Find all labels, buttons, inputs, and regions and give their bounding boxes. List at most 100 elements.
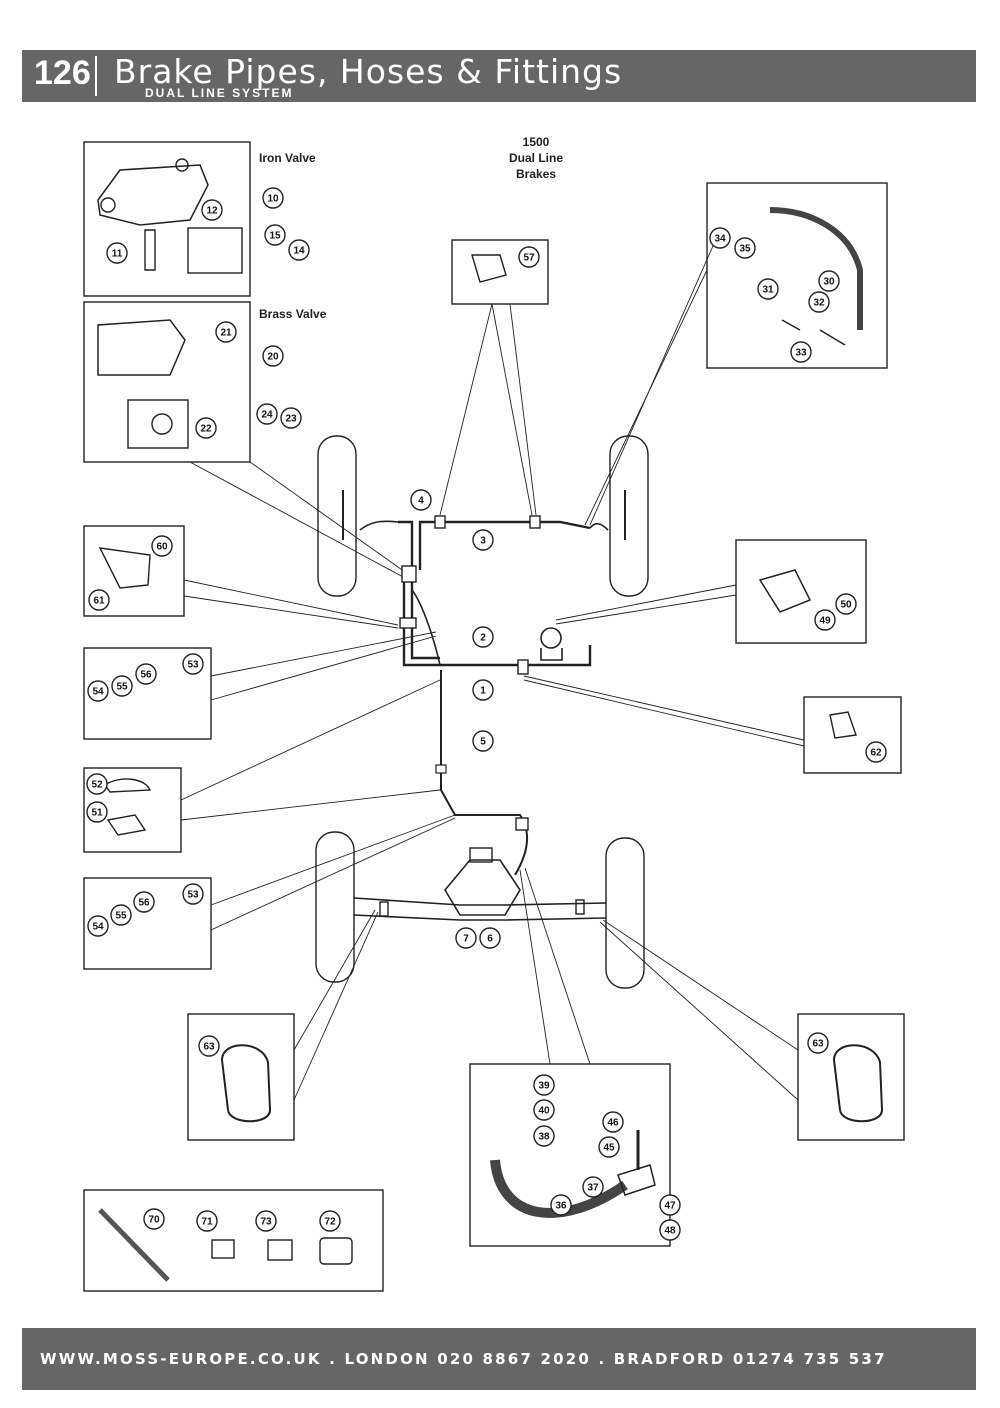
callout-circle [151, 535, 173, 557]
callout-number: 70 [148, 1215, 160, 1226]
hose-clamp-right [832, 1044, 884, 1123]
callout-circle [479, 927, 501, 949]
callout-number: 30 [823, 277, 835, 288]
callout-circle [757, 278, 779, 300]
system-line3: Brakes [516, 167, 556, 181]
callout-circle [88, 589, 110, 611]
callout-40: 40 [533, 1099, 555, 1121]
callout-circle [807, 1032, 829, 1054]
callout-number: 56 [140, 670, 152, 681]
callout-circle [87, 915, 109, 937]
callout-number: 12 [206, 206, 218, 217]
callout-number: 20 [267, 352, 279, 363]
callout-34: 34 [709, 227, 731, 249]
callout-circle [264, 224, 286, 246]
callout-circle [598, 1136, 620, 1158]
callout-number: 56 [138, 898, 150, 909]
hose-clamp-box-right [797, 1013, 905, 1141]
callout-circle [256, 403, 278, 425]
callout-number: 22 [200, 424, 212, 435]
callout-39: 39 [533, 1074, 555, 1096]
callout-circle [215, 321, 237, 343]
callout-number: 36 [555, 1201, 567, 1212]
callout-number: 24 [261, 410, 273, 421]
rear-tee-box [469, 1063, 671, 1247]
page-title: Brake Pipes, Hoses & Fittings [114, 52, 623, 91]
rear-pipe-run [440, 670, 528, 876]
clip-60-shape [98, 547, 151, 589]
callout-circle [86, 801, 108, 823]
callout-24: 24 [256, 403, 278, 425]
system-line2: Dual Line [509, 151, 563, 165]
callout-circle [143, 1208, 165, 1230]
callout-54b: 54 [87, 915, 109, 937]
callout-47: 47 [659, 1194, 681, 1216]
page-header: 126 Brake Pipes, Hoses & Fittings DUAL L… [22, 50, 976, 102]
front-cross-pipe [398, 520, 591, 570]
rear-left-tyre [315, 831, 355, 983]
callout-number: 10 [267, 194, 279, 205]
callout-number: 40 [538, 1106, 550, 1117]
callout-number: 54 [92, 922, 104, 933]
callout-circle [865, 741, 887, 763]
callout-48: 48 [659, 1219, 681, 1241]
callout-number: 7 [463, 934, 469, 945]
callout-circle [182, 653, 204, 675]
callout-number: 6 [487, 934, 493, 945]
switch-49-box [735, 539, 867, 644]
clip-52-shape [104, 778, 152, 793]
callout-number: 72 [324, 1217, 336, 1228]
callout-45: 45 [598, 1136, 620, 1158]
leader-lines [180, 229, 805, 1101]
rear-right-tyre [605, 837, 645, 989]
page-number: 126 [34, 54, 91, 92]
callout-circle [709, 227, 731, 249]
callout-circle [818, 270, 840, 292]
callout-15: 15 [264, 224, 286, 246]
callout-54: 54 [87, 680, 109, 702]
callout-circle [550, 1194, 572, 1216]
callout-2: 2 [472, 626, 494, 648]
callout-circle [288, 239, 310, 261]
clip-57-box [451, 239, 549, 305]
callout-circle [582, 1176, 604, 1198]
callout-51: 51 [86, 801, 108, 823]
callout-circle [319, 1210, 341, 1232]
callout-number: 32 [813, 298, 825, 309]
rear-axle [353, 897, 607, 921]
rear-hose-36 [490, 1159, 628, 1218]
callout-circle [659, 1194, 681, 1216]
callout-circle [135, 663, 157, 685]
callout-circle [87, 680, 109, 702]
main-pipe-run [402, 568, 592, 667]
clip-60-box [83, 525, 185, 617]
clip-62-box [803, 696, 902, 774]
callout-3: 3 [472, 529, 494, 551]
callout-22: 22 [195, 417, 217, 439]
callout-circle [255, 1210, 277, 1232]
callout-number: 62 [870, 748, 882, 759]
callout-31: 31 [757, 278, 779, 300]
callout-53b: 53 [182, 883, 204, 905]
hose-clamp-left [220, 1044, 272, 1123]
callout-7: 7 [455, 927, 477, 949]
callout-56: 56 [135, 663, 157, 685]
callout-73: 73 [255, 1210, 277, 1232]
callout-56b: 56 [133, 891, 155, 913]
callout-circle [182, 883, 204, 905]
callout-number: 49 [819, 616, 831, 627]
callout-circle [790, 341, 812, 363]
callout-number: 1 [480, 686, 486, 697]
callout-circle [410, 489, 432, 511]
callout-number: 35 [739, 244, 751, 255]
callout-circle [86, 773, 108, 795]
page-subtitle: DUAL LINE SYSTEM [145, 86, 294, 100]
front-right-tyre [609, 435, 649, 597]
brass-valve-label: Brass Valve [259, 307, 327, 321]
callout-57: 57 [518, 246, 540, 268]
callout-circle [602, 1111, 624, 1133]
callout-35: 35 [734, 237, 756, 259]
callout-number: 47 [664, 1201, 676, 1212]
callout-circle [262, 345, 284, 367]
